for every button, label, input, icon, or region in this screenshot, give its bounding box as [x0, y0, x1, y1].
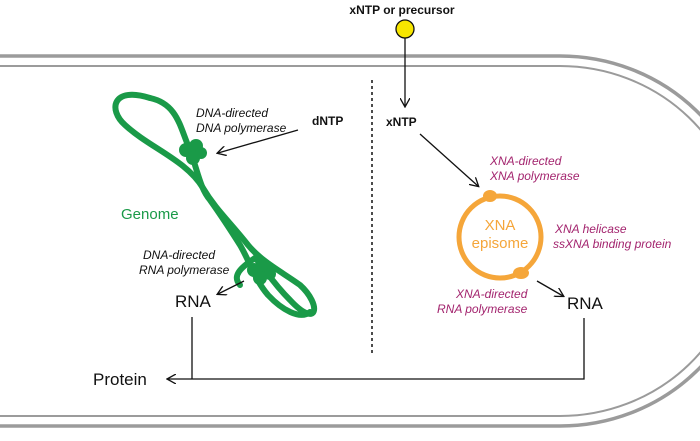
rna-label-left: RNA	[175, 292, 212, 311]
dntp-label: dNTP	[312, 114, 343, 128]
xna-rna-polymerase-label-line1: XNA-directed	[455, 287, 528, 301]
xna-polymerase-label-line1: XNA-directed	[489, 154, 562, 168]
episome-label-line1: XNA	[485, 217, 516, 234]
dna-polymerase-label-line2: DNA polymerase	[196, 121, 287, 135]
xna-polymerase-label-line2: XNA polymerase	[489, 169, 580, 183]
top-label: xNTP or precursor	[349, 3, 454, 17]
helicase-label-line2: ssXNA binding protein	[553, 237, 672, 251]
helicase-label-line1: XNA helicase	[554, 222, 627, 236]
dna-polymerase-icon	[179, 139, 207, 165]
cell-membrane-inner	[0, 65, 700, 417]
episome-label-line2: episome	[472, 235, 529, 252]
rna-polymerase-icon	[247, 259, 276, 285]
rna-label-right: RNA	[567, 294, 604, 313]
dna-rna-polymerase-label-line2: RNA polymerase	[139, 263, 230, 277]
transcription-arrow-left	[218, 280, 245, 294]
dna-rna-polymerase-label-line1: DNA-directed	[143, 248, 215, 262]
xntp-label: xNTP	[386, 115, 417, 129]
xna-episome-ring	[456, 193, 544, 281]
genome-double-helix	[112, 91, 318, 318]
protein-label: Protein	[93, 370, 147, 389]
precursor-molecule-icon	[395, 19, 415, 39]
xntp-arrow	[419, 133, 478, 186]
xna-rna-polymerase-label-line2: RNA polymerase	[437, 302, 528, 316]
genome-label: Genome	[121, 206, 179, 223]
dntp-arrow	[218, 129, 299, 153]
xna-polymerase-icon	[483, 190, 497, 202]
translation-connector	[168, 317, 585, 379]
dna-polymerase-label-line1: DNA-directed	[196, 106, 268, 120]
xna-rna-polymerase-icon	[513, 267, 529, 279]
cell-membrane	[0, 54, 700, 428]
transcription-arrow-right	[536, 280, 563, 296]
